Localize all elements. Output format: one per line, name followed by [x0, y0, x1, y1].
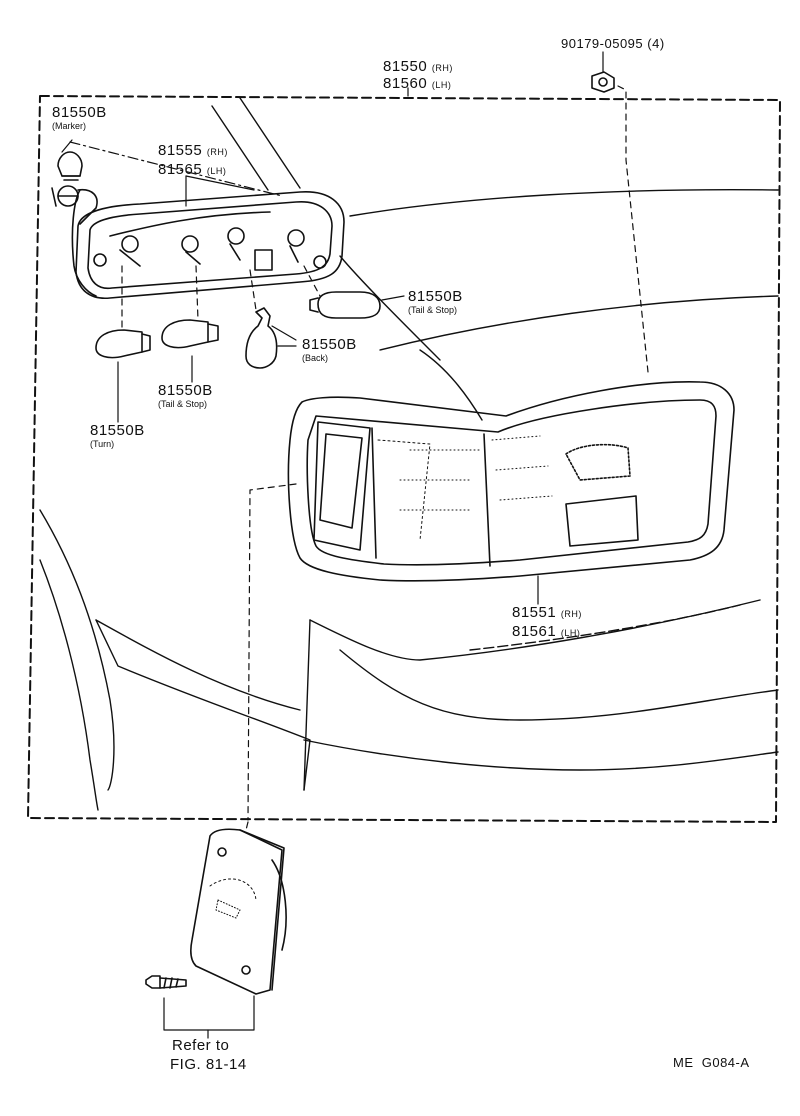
nut-label: 90179-05095 (4): [561, 36, 665, 51]
turn-bulb: [95, 329, 151, 359]
tail-stop-left-label: 81550B (Tail & Stop): [158, 382, 213, 409]
nut-part-number: 90179-05095: [561, 36, 644, 51]
screw: [145, 975, 187, 989]
side-marker-lamp: [190, 828, 287, 995]
reference-line-2: FIG. 81-14: [170, 1056, 247, 1073]
lens-assembly: [287, 381, 735, 582]
assembly-part-label: 81550 (RH) 81560 (LH): [383, 58, 453, 92]
lens-part-label: 81551 (RH) 81561 (LH): [512, 604, 582, 642]
lens-rh-part: 81551: [512, 604, 557, 621]
assembly-rh-part: 81550: [383, 58, 428, 75]
socket-lh-tag: (LH): [206, 166, 227, 176]
lamp-socket-housing: [71, 189, 345, 299]
lens-lh-part: 81561: [512, 623, 557, 640]
tail-stop-left-note: (Tail & Stop): [158, 399, 208, 409]
back-note: (Back): [302, 353, 329, 363]
socket-part-label: 81555 (RH) 81565 (LH): [158, 142, 228, 180]
nut-quantity: (4): [647, 36, 665, 51]
tail-stop-right-note: (Tail & Stop): [408, 305, 458, 315]
assembly-lh-tag: (LH): [431, 80, 452, 90]
reference-label: Refer to FIG. 81-14: [170, 1036, 247, 1074]
marker-label: 81550B (Marker): [52, 104, 107, 131]
back-label: 81550B (Back): [302, 336, 357, 363]
marker-note: (Marker): [52, 121, 86, 131]
tail-stop-right-part-number: 81550B: [408, 288, 463, 305]
figure-code: ME G084-A: [673, 1055, 750, 1070]
socket-rh-tag: (RH): [206, 147, 228, 157]
socket-rh-part: 81555: [158, 142, 203, 159]
tail-stop-right-label: 81550B (Tail & Stop): [408, 288, 463, 315]
back-part-number: 81550B: [302, 336, 357, 353]
tail-stop-bulb-left: [161, 319, 219, 349]
tail-stop-bulb-right: [309, 291, 381, 319]
assembly-lh-part: 81560: [383, 75, 428, 92]
lens-lh-tag: (LH): [560, 628, 581, 638]
turn-label: 81550B (Turn): [90, 422, 145, 449]
leader-lines: [61, 51, 604, 1039]
nut: [591, 71, 615, 93]
assembly-boundary: [27, 95, 781, 823]
assembly-guide-lines: [121, 85, 649, 831]
turn-part-number: 81550B: [90, 422, 145, 439]
tail-stop-left-part-number: 81550B: [158, 382, 213, 399]
car-body-outline: [39, 97, 779, 811]
marker-bulb: [51, 151, 98, 225]
assembly-rh-tag: (RH): [431, 63, 453, 73]
back-bulb: [245, 307, 278, 369]
reference-line-1: Refer to: [172, 1037, 230, 1054]
turn-note: (Turn): [90, 439, 115, 449]
socket-lh-part: 81565: [158, 161, 203, 178]
lens-rh-tag: (RH): [560, 609, 582, 619]
marker-part-number: 81550B: [52, 104, 107, 121]
